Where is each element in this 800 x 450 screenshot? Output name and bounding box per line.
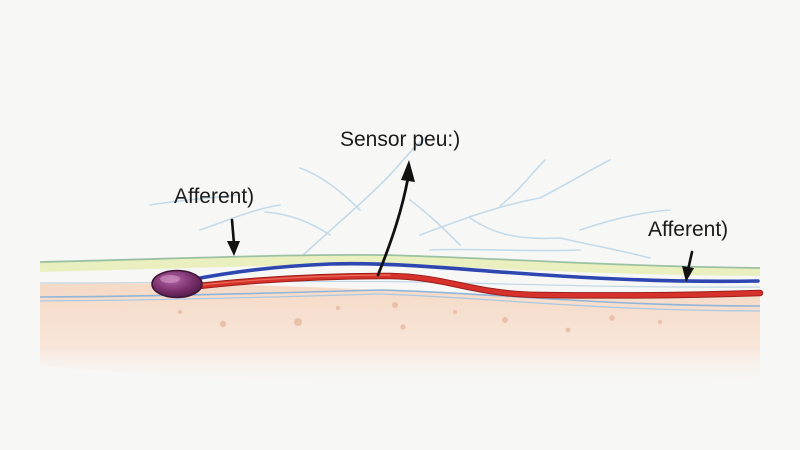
sensory-branches	[149, 137, 671, 259]
cell-body	[151, 269, 203, 299]
cell-body-highlight	[160, 275, 180, 283]
sensor-label: Sensor peu:)	[340, 128, 460, 151]
membrane-lower-line-2	[39, 293, 761, 312]
red-nerve-highlight	[199, 274, 391, 286]
afferent-right-label: Afferent)	[648, 218, 728, 241]
arrow-afferent-right	[682, 250, 694, 282]
tissue-layer	[40, 283, 760, 390]
membrane-green-line	[39, 253, 761, 269]
red-nerve-fiber	[187, 273, 763, 298]
blue-nerve-fiber	[188, 261, 760, 284]
arrow-sensor	[376, 160, 415, 277]
arrow-afferent-left	[227, 218, 240, 256]
afferent-left-label: Afferent)	[174, 185, 254, 208]
tissue-speckles	[178, 302, 663, 333]
